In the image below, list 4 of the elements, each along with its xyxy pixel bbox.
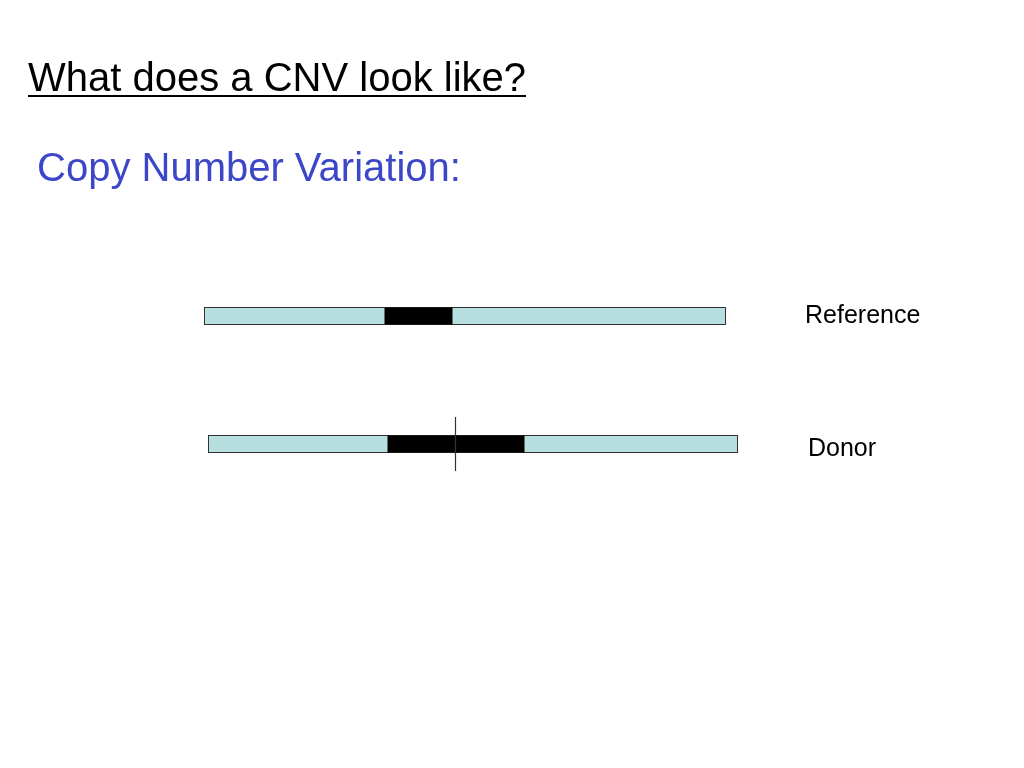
slide-title: What does a CNV look like?: [28, 57, 526, 97]
sequence-label: Donor: [808, 435, 877, 460]
subtitle: Copy Number Variation:: [37, 147, 461, 187]
sequence-label: Reference: [805, 302, 921, 327]
